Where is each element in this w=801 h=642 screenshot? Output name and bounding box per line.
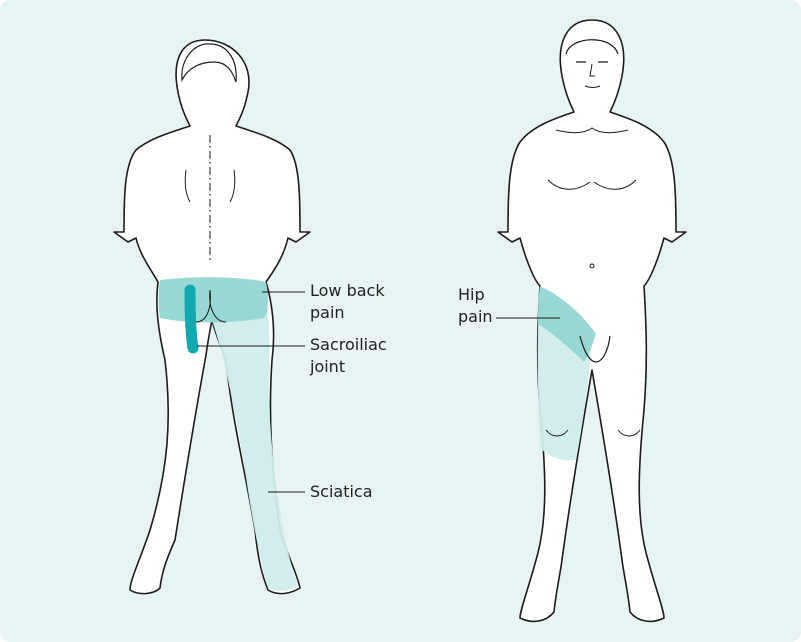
sacroiliac-joint-mark [190,290,193,348]
label-sciatica: Sciatica [310,481,373,503]
label-sacroiliac-line1: Sacroiliac [310,334,387,356]
front-view-figure [496,20,686,621]
label-sciatica-line1: Sciatica [310,481,373,503]
label-low-back-pain-line2: pain [310,302,385,324]
label-hip-pain: Hip pain [458,284,493,328]
label-sacroiliac-line2: joint [310,356,387,378]
back-view-figure [114,40,310,594]
low-back-pain-zone [159,277,269,322]
front-figure-outline [498,20,686,621]
label-hip-pain-line1: Hip [458,284,493,306]
label-low-back-pain-line1: Low back [310,280,385,302]
label-hip-pain-line2: pain [458,306,493,328]
sciatica-zone [212,300,298,591]
label-sacroiliac-joint: Sacroiliac joint [310,334,387,378]
label-low-back-pain: Low back pain [310,280,385,324]
